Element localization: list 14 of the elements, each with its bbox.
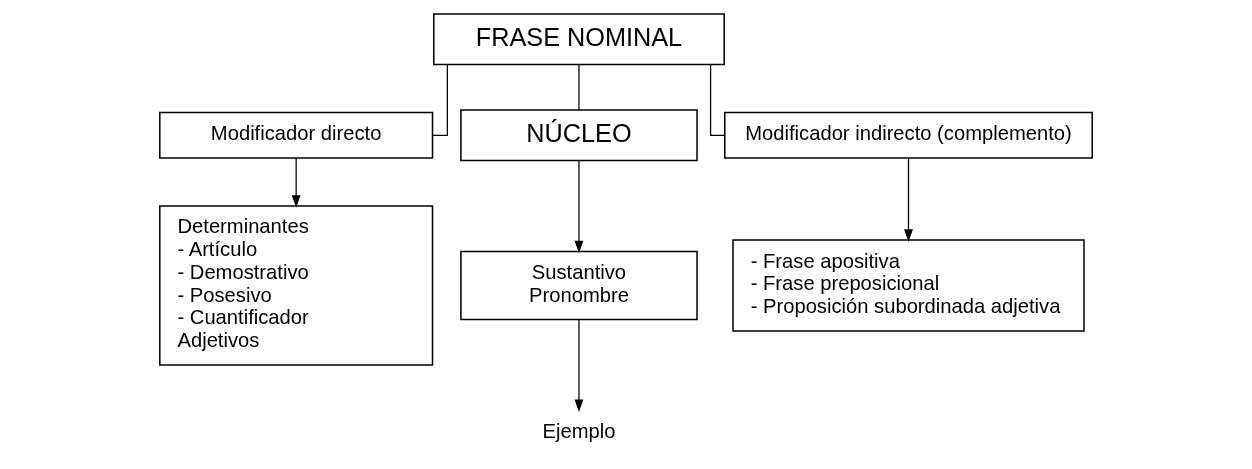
node-text: Ejemplo — [542, 419, 616, 442]
connector — [709, 63, 725, 136]
node-box: - Frase apositiva - Frase preposicional - Proposición subordinada adjetiva — [732, 238, 1085, 332]
node-box: NÚCLEO — [460, 108, 698, 161]
arrow — [574, 318, 584, 412]
node-box: Determinantes - Artículo - Demostrativo - Posesivo - Cuantificador Adjetivos — [159, 204, 434, 366]
arrow — [904, 156, 913, 242]
arrow — [291, 156, 301, 208]
node-box: Modificador directo — [159, 111, 434, 159]
arrow — [574, 159, 584, 253]
node-box: Modificador indirecto (complemento) — [724, 111, 1093, 159]
node-box: Sustantivo Pronombre — [460, 250, 698, 320]
node-box: FRASE NOMINAL — [433, 12, 725, 65]
connector — [578, 63, 580, 110]
